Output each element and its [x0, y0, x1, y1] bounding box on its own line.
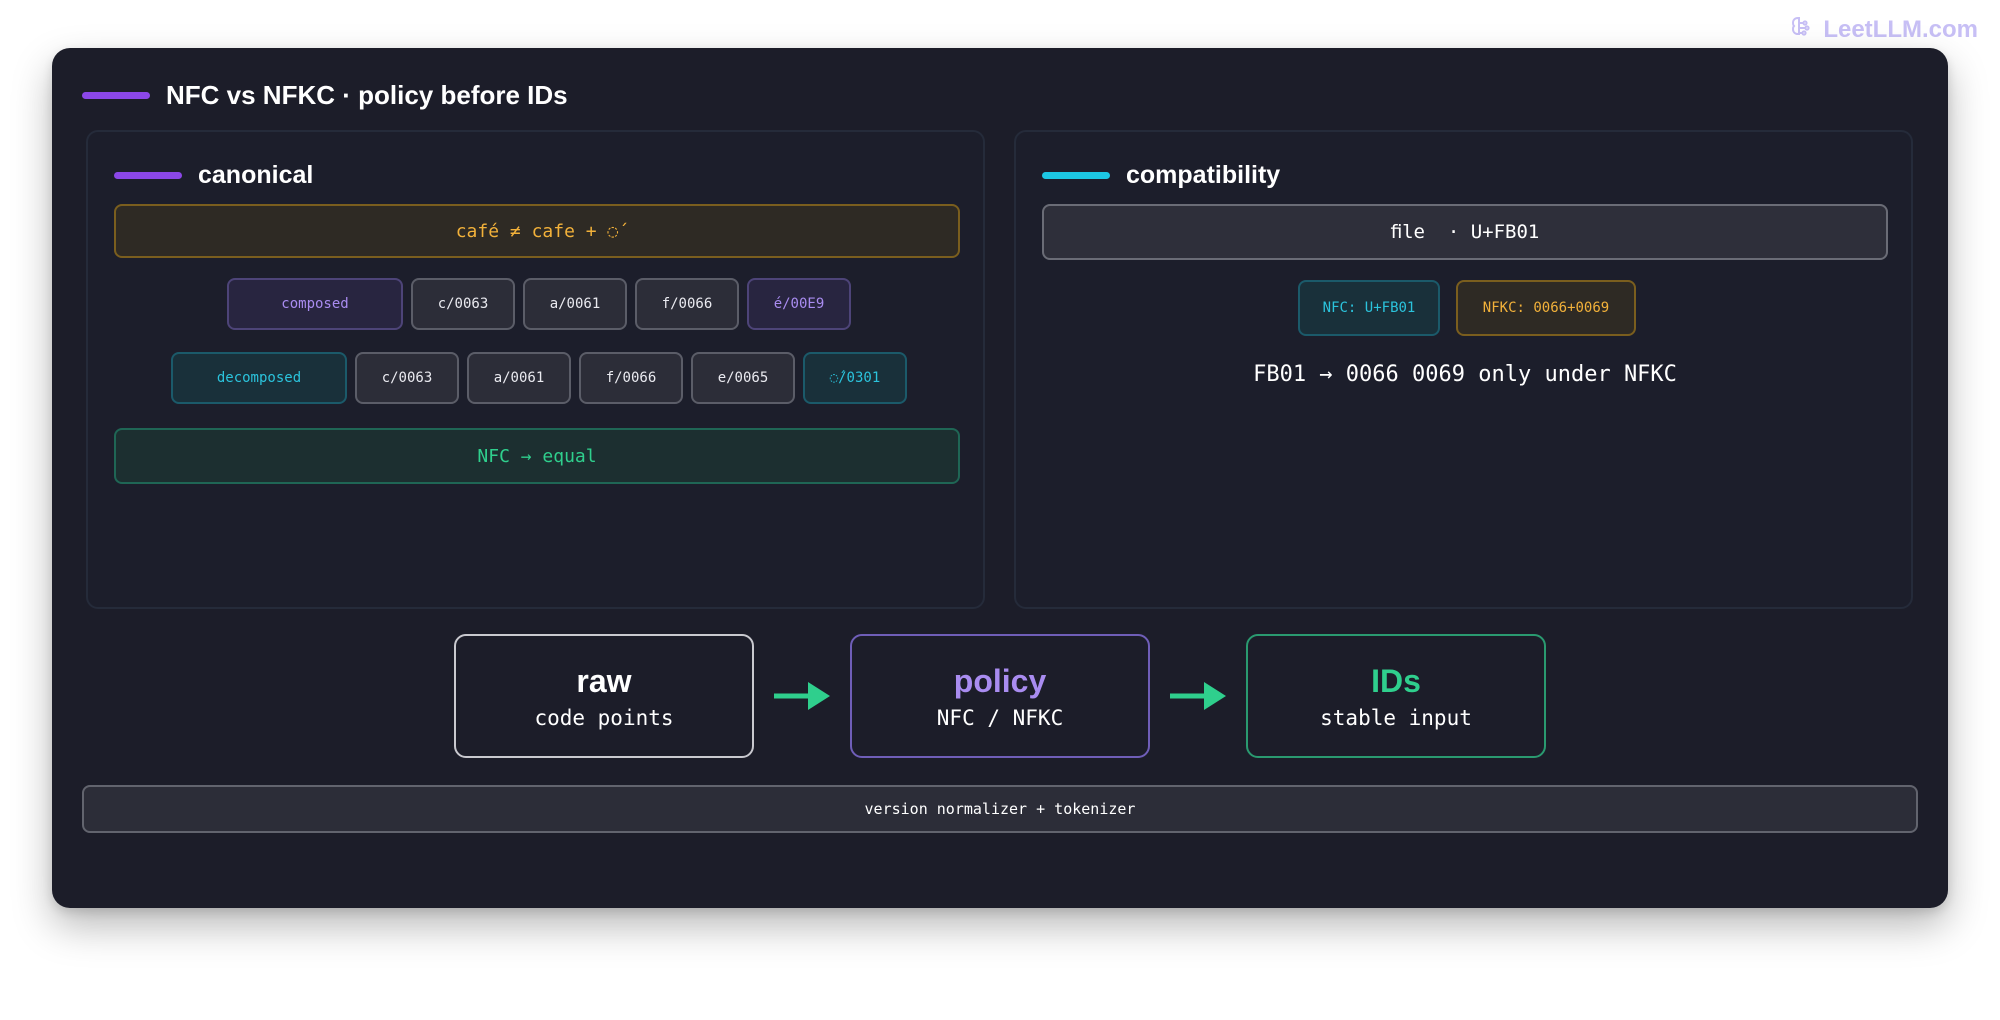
raw-step: raw code points: [454, 634, 754, 758]
raw-step-subtitle: code points: [534, 706, 674, 730]
arrow-right-icon: [1170, 682, 1226, 710]
policy-step-title: policy: [953, 663, 1047, 699]
nfc-result-chip: NFC: U+FB01: [1298, 280, 1440, 336]
composed-chip-c: c/0063: [411, 278, 515, 330]
ids-step: IDs stable input: [1246, 634, 1546, 758]
title-accent-bar: [82, 91, 150, 99]
diagram-title: NFC vs NFKC · policy before IDs: [82, 80, 568, 110]
canonical-banner: café ≠ cafe + ◌́: [114, 204, 960, 258]
compatibility-input: ﬁle · U+FB01: [1042, 204, 1888, 260]
brand-logo: LeetLLM.com: [1789, 14, 1978, 46]
canonical-panel: canonical café ≠ cafe + ◌́ composed c/00…: [86, 130, 985, 609]
compatibility-panel: compatibility ﬁle · U+FB01 NFC: U+FB01 N…: [1014, 130, 1913, 609]
footer-note: version normalizer + tokenizer: [82, 785, 1918, 833]
decomposed-chip-c: c/0063: [355, 352, 459, 404]
decomposed-chip-a: a/0061: [467, 352, 571, 404]
composed-chip-a: a/0061: [523, 278, 627, 330]
decomposed-label-chip: decomposed: [171, 352, 347, 404]
composed-chip-f: f/0066: [635, 278, 739, 330]
ids-step-title: IDs: [1371, 663, 1421, 699]
diagram-card: NFC vs NFKC · policy before IDs canonica…: [52, 48, 1948, 908]
decomposed-chip-e: e/0065: [691, 352, 795, 404]
canonical-panel-title: canonical: [114, 160, 313, 190]
decomposed-chip-combining-acute: ◌́/0301: [803, 352, 907, 404]
canonical-title-text: canonical: [198, 160, 314, 189]
ids-step-subtitle: stable input: [1320, 706, 1472, 730]
composed-chip-e-acute: é/00E9: [747, 278, 851, 330]
compatibility-title-text: compatibility: [1126, 160, 1281, 189]
decomposed-chip-f: f/0066: [579, 352, 683, 404]
canonical-accent-bar: [114, 171, 182, 179]
brand-text: LeetLLM.com: [1823, 16, 1978, 43]
diagram-title-text: NFC vs NFKC · policy before IDs: [166, 79, 568, 110]
arrow-right-icon: [774, 682, 830, 710]
nfkc-result-chip: NFKC: 0066+0069: [1456, 280, 1636, 336]
canonical-result: NFC → equal: [114, 428, 960, 484]
compatibility-note: FB01 → 0066 0069 only under NFKC: [1253, 361, 1677, 387]
compatibility-panel-title: compatibility: [1042, 160, 1280, 190]
policy-step: policy NFC / NFKC: [850, 634, 1150, 758]
compatibility-accent-bar: [1042, 171, 1110, 179]
raw-step-title: raw: [576, 663, 632, 699]
composed-label-chip: composed: [227, 278, 403, 330]
brain-icon: [1789, 14, 1815, 47]
policy-step-subtitle: NFC / NFKC: [936, 706, 1064, 730]
